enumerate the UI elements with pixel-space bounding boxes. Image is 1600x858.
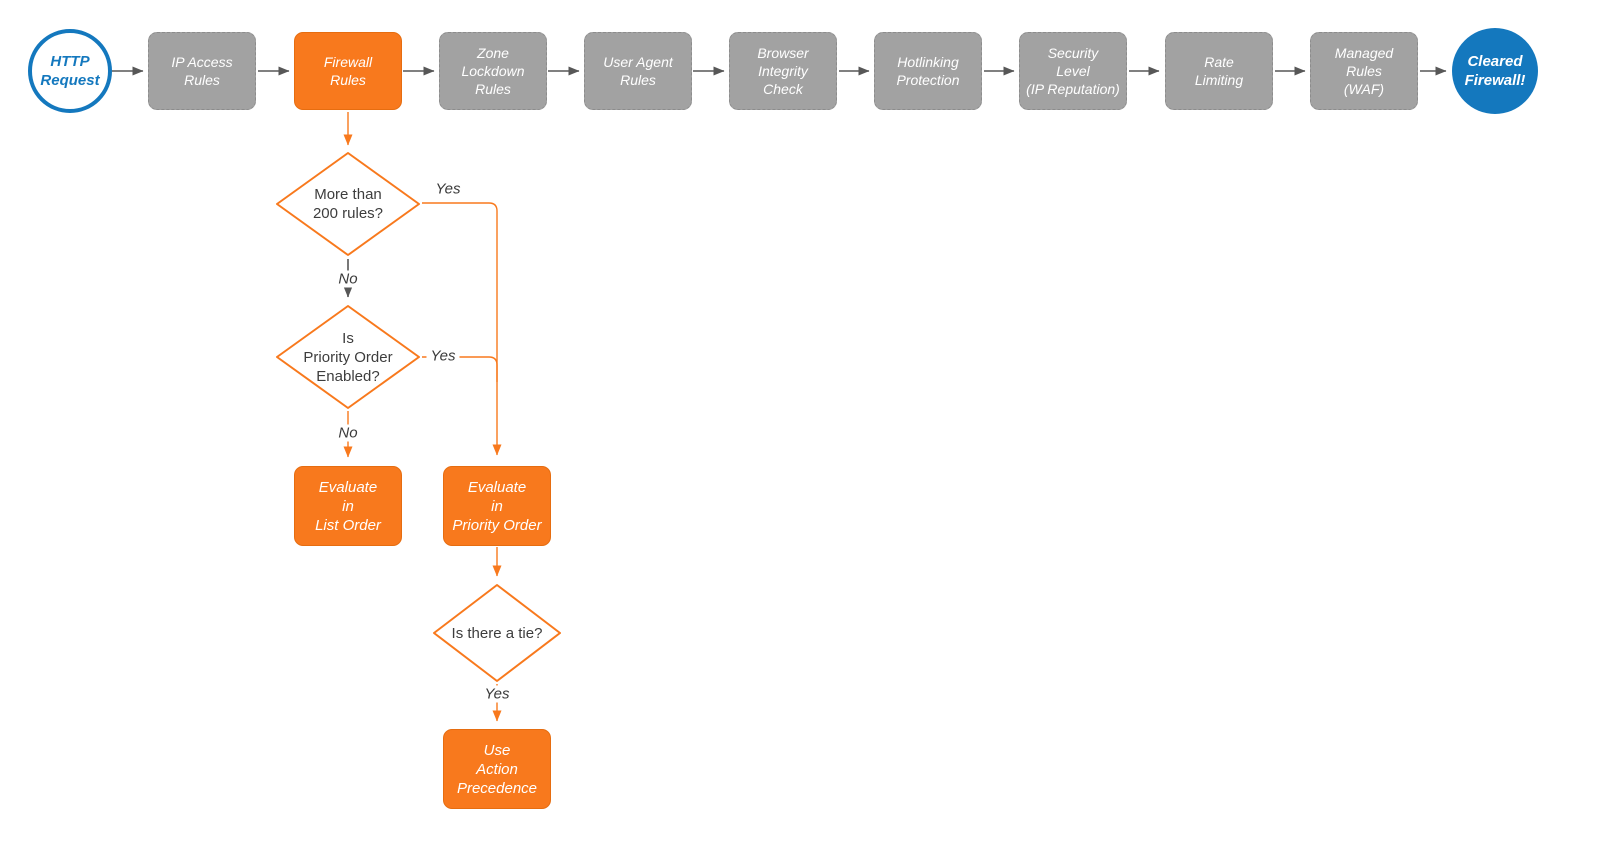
decision-priority-order-enabled: Is Priority Order Enabled? (275, 304, 421, 410)
action-evaluate-in-list-order: Evaluate in List Order (294, 466, 402, 546)
stage-managed-rules-waf: Managed Rules (WAF) (1310, 32, 1418, 110)
edge-decision2-yes (422, 356, 498, 382)
edge-label-decision2-no: No (334, 424, 362, 442)
stage-user-agent-rules: User Agent Rules (584, 32, 692, 110)
stage-rate-limiting: Rate Limiting (1165, 32, 1273, 110)
diamond-shape (276, 305, 420, 409)
stage-hotlinking-protection: Hotlinking Protection (874, 32, 982, 110)
diamond-shape (433, 584, 561, 682)
edge-label-decision2-yes: Yes (426, 347, 460, 365)
edge-decision1-yes (422, 202, 502, 456)
edge-label-decision3-yes: Yes (480, 685, 514, 703)
decision-label: More than 200 rules? (312, 186, 384, 222)
action-use-action-precedence: Use Action Precedence (443, 729, 551, 809)
action-evaluate-in-priority-order: Evaluate in Priority Order (443, 466, 551, 546)
decision-label: Is Priority Order Enabled? (303, 329, 393, 385)
stage-security-level: Security Level (IP Reputation) (1019, 32, 1127, 110)
stage-firewall-rules: Firewall Rules (294, 32, 402, 110)
stage-browser-integrity-check: Browser Integrity Check (729, 32, 837, 110)
stage-zone-lockdown-rules: Zone Lockdown Rules (439, 32, 547, 110)
edge-label-decision1-yes: Yes (431, 180, 465, 198)
edge-label-decision1-no: No (334, 270, 362, 288)
end-node-cleared-firewall: Cleared Firewall! (1452, 28, 1538, 114)
decision-label: Is there a tie? (451, 624, 543, 642)
stage-ip-access-rules: IP Access Rules (148, 32, 256, 110)
diamond-shape (276, 152, 420, 256)
start-node-http-request: HTTP Request (28, 29, 112, 113)
decision-more-than-200-rules: More than 200 rules? (275, 151, 421, 257)
decision-is-there-a-tie: Is there a tie? (432, 583, 562, 683)
